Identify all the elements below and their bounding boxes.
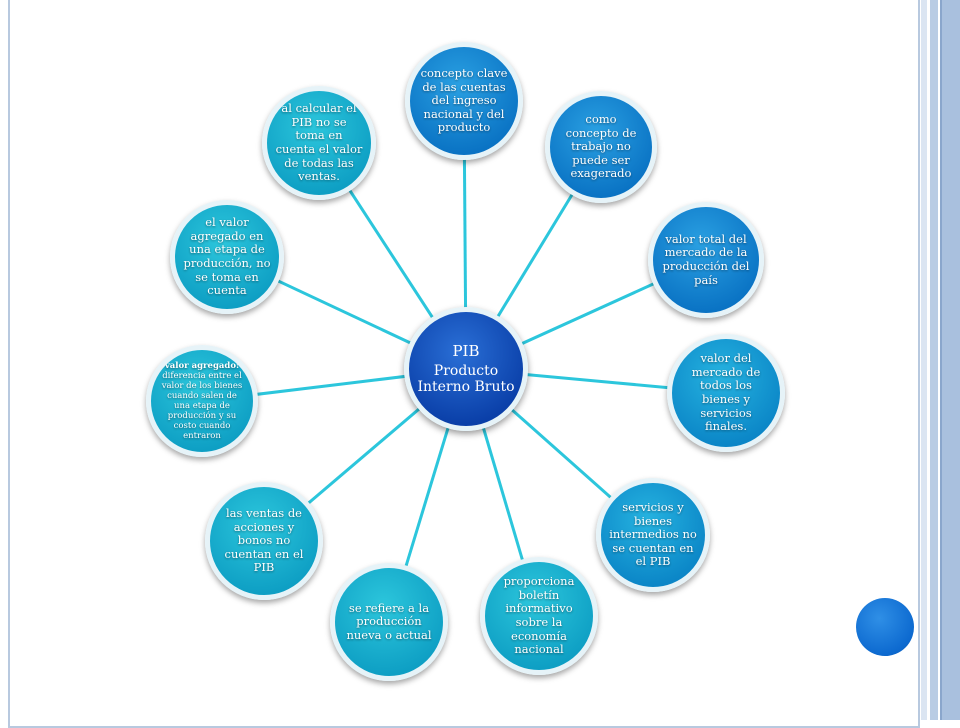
node-valor-agregado-def: valor agregado: diferencia entre el valo… [146,345,258,457]
node-boletin: proporciona boletín informativo sobre la… [480,557,598,675]
node-ventas-acciones: las ventas de acciones y bonos no cuenta… [205,482,323,600]
center-node-pib: PIB Producto Interno Bruto [404,307,528,431]
decor-stripe [942,0,960,720]
node-valor-agregado-term: valor agregado: [164,360,240,371]
corner-circle-decoration [856,598,914,656]
decor-stripe [921,0,927,720]
node-servicios-bienes: servicios y bienes intermedios no se cue… [596,478,710,592]
center-subtitle: Producto Interno Bruto [417,362,515,395]
node-valor-agregado-text: diferencia entre el valor de los bienes … [161,370,243,442]
node-produccion-nueva: se refiere a la producción nueva o actua… [330,563,448,681]
node-calcular-pib: al calcular el PIB no se toma en cuenta … [262,86,376,200]
center-title: PIB [452,342,480,361]
decor-stripe [930,0,938,720]
node-valor-total: valor total del mercado de la producción… [648,202,764,318]
decor-line [940,0,942,720]
node-concepto-clave: concepto clave de las cuentas del ingres… [405,42,523,160]
node-valor-agregado-etapa: el valor agregado en una etapa de produc… [170,200,284,314]
node-valor-mercado: valor del mercado de todos los bienes y … [667,334,785,452]
node-concepto-trabajo: como concepto de trabajo no puede ser ex… [545,91,657,203]
